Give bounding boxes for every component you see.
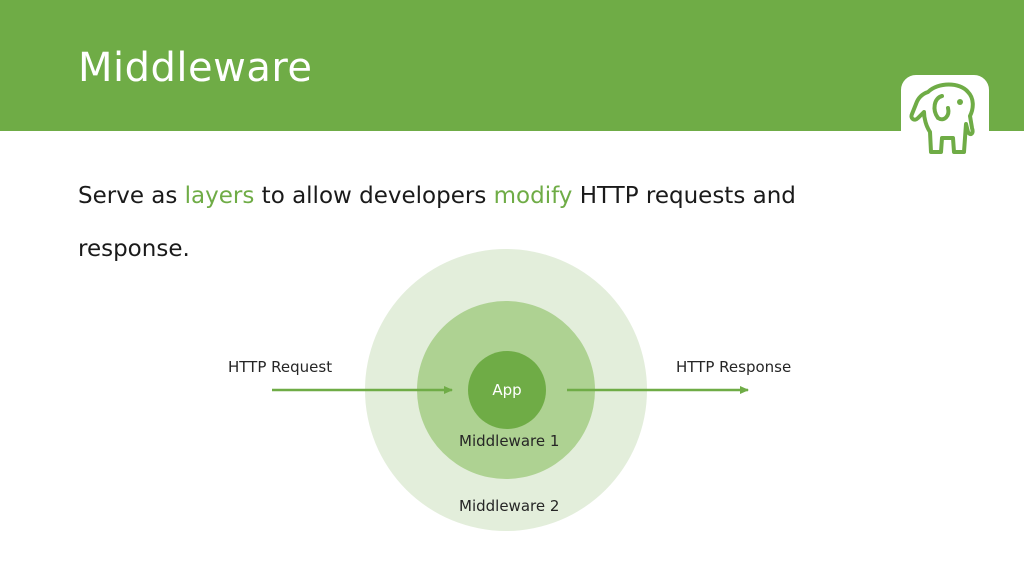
middleware-2-label: Middleware 2 xyxy=(459,497,560,515)
middleware-1-label: Middleware 1 xyxy=(459,432,560,450)
http-request-label: HTTP Request xyxy=(228,358,333,376)
body-text-part-1: Serve as xyxy=(78,183,185,209)
elephant-icon xyxy=(901,75,989,163)
body-text-part-3: HTTP requests and response. xyxy=(78,183,796,262)
slide-body-text: Serve as layers to allow developers modi… xyxy=(78,170,898,276)
body-text-part-2: to allow developers xyxy=(254,183,494,209)
app-circle xyxy=(468,351,546,429)
highlight-modify: modify xyxy=(493,183,573,209)
highlight-layers: layers xyxy=(184,183,255,209)
slide-header: Middleware xyxy=(0,0,1024,131)
http-response-label: HTTP Response xyxy=(676,358,792,376)
slide-title: Middleware xyxy=(78,45,313,91)
app-label: App xyxy=(492,381,522,399)
